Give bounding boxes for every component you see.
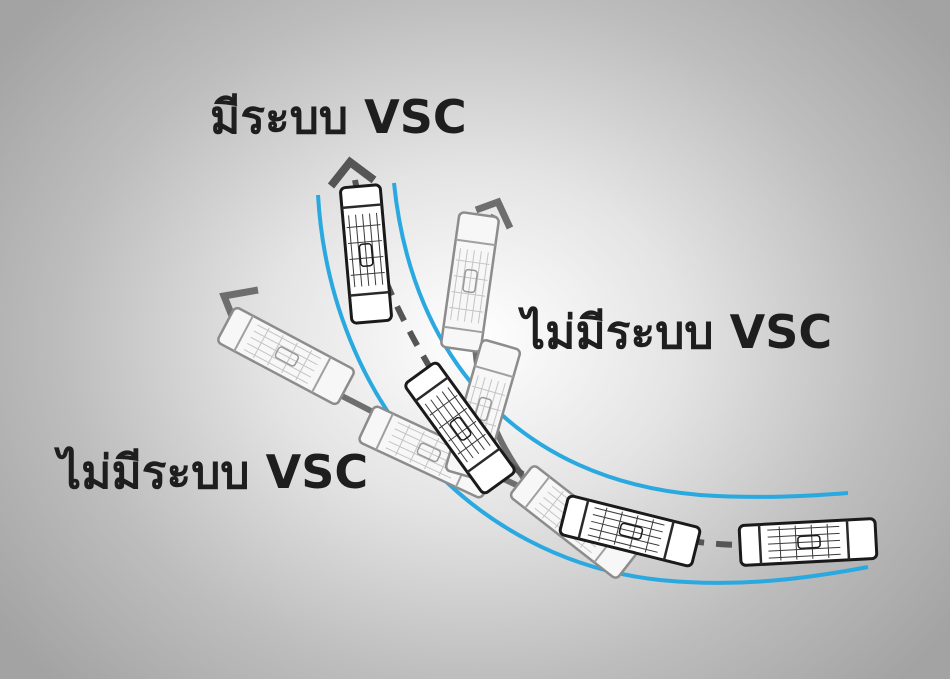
van-with-vsc: [737, 516, 879, 568]
lane-line-outer: [316, 194, 869, 585]
lane-line-inner: [392, 182, 849, 499]
van-without-vsc: [215, 305, 357, 407]
van-without-vsc: [439, 210, 501, 354]
van-with-vsc: [338, 183, 394, 325]
understeer-arrow-icon: [474, 197, 514, 230]
label-without-vsc-oversteer: ไม่มีระบบ VSC: [58, 445, 369, 499]
label-with-vsc: มีระบบ VSC: [210, 90, 467, 144]
label-without-vsc-understeer: ไม่มีระบบ VSC: [522, 305, 833, 359]
vsc-arrow-icon: [327, 156, 377, 189]
